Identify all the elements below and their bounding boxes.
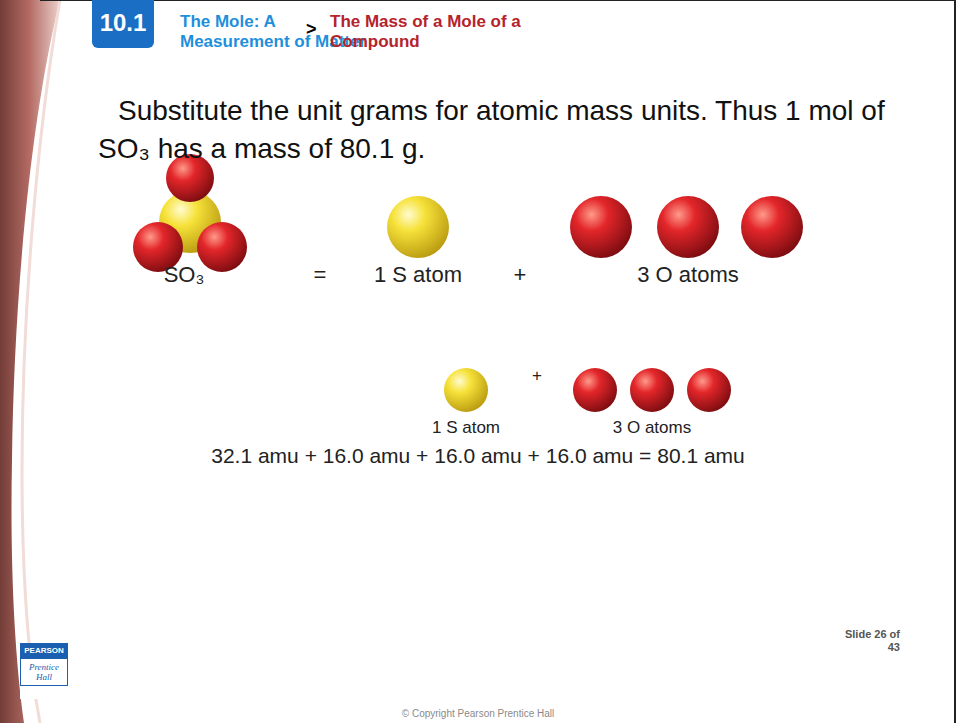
left-swoosh bbox=[0, 0, 60, 723]
sulfur-atom bbox=[387, 196, 449, 258]
copyright-note: © Copyright Pearson Prentice Hall bbox=[328, 708, 628, 720]
oxygen-atom bbox=[741, 196, 803, 258]
swoosh-edge bbox=[22, 0, 60, 723]
slide-number: Slide 26 of 43 bbox=[840, 628, 900, 654]
so3-molecule bbox=[133, 154, 247, 272]
equals-sign: = bbox=[305, 262, 335, 288]
mass-equation: 32.1 amu + 16.0 amu + 16.0 amu + 16.0 am… bbox=[118, 443, 838, 468]
atom-label: 3 O atoms bbox=[587, 418, 717, 438]
section-title: The Mass of a Mole of a Compound bbox=[330, 12, 550, 52]
logo-wordmark: PEARSON bbox=[20, 643, 68, 658]
body-text: Substitute the unit grams for atomic mas… bbox=[98, 92, 898, 168]
section-number: 10.1 bbox=[92, 0, 154, 37]
oxygen-atom bbox=[573, 368, 617, 412]
plus-sign: + bbox=[522, 366, 552, 386]
publisher-logo: PEARSONPrentice Hall bbox=[20, 643, 68, 699]
atom-label: 1 S atom bbox=[353, 262, 483, 288]
atom-label: 1 S atom bbox=[411, 418, 521, 438]
atom-label: 3 O atoms bbox=[608, 262, 768, 288]
logo-imprint: Prentice Hall bbox=[20, 658, 68, 686]
oxygen-atom bbox=[630, 368, 674, 412]
breadcrumb-arrow: > bbox=[306, 18, 322, 40]
formula-label: SO₃ bbox=[139, 262, 229, 288]
oxygen-atom bbox=[687, 368, 731, 412]
section-tab: 10.1 bbox=[92, 0, 154, 48]
oxygen-atom bbox=[657, 196, 719, 258]
sulfur-atom bbox=[444, 368, 488, 412]
plus-sign: + bbox=[505, 262, 535, 288]
slide-frame bbox=[40, 0, 955, 723]
oxygen-atom bbox=[570, 196, 632, 258]
